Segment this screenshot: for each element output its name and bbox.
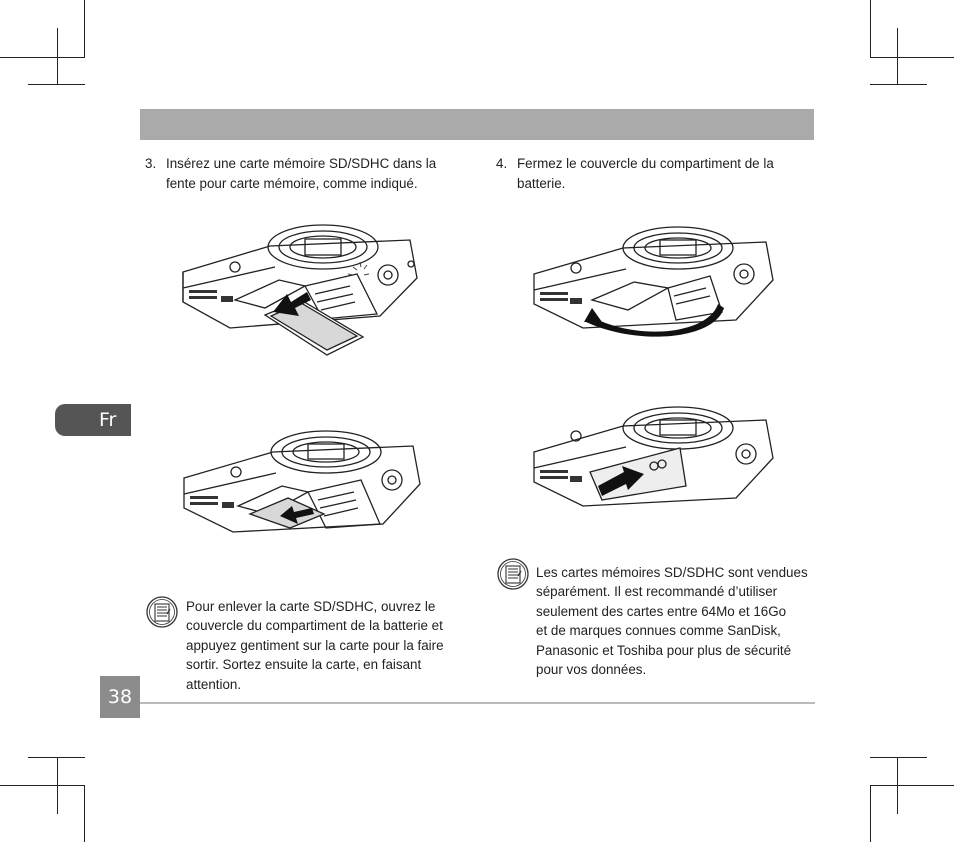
crop-mark <box>0 785 85 786</box>
page-number: 38 <box>100 676 140 718</box>
crop-mark <box>870 57 954 58</box>
crop-mark <box>870 785 954 786</box>
crop-mark <box>28 84 85 85</box>
step-3: 3. Insérez une carte mémoire SD/SDHC dan… <box>145 154 455 196</box>
footer-line <box>140 702 815 704</box>
step-number: 3. <box>145 156 157 171</box>
camera-insert-card-illustration <box>182 224 418 356</box>
crop-mark <box>57 28 58 85</box>
step-4: 4. Fermez le couvercle du compartiment d… <box>496 154 806 196</box>
crop-mark <box>897 28 898 85</box>
crop-mark <box>870 785 871 842</box>
camera-close-cover-illustration <box>533 226 774 337</box>
crop-mark <box>0 57 85 58</box>
step-text: Insérez une carte mémoire SD/SDHC dans l… <box>166 156 437 191</box>
crop-mark <box>870 0 871 57</box>
crop-mark <box>870 757 927 758</box>
crop-mark <box>870 84 927 85</box>
camera-cover-closed-illustration <box>533 406 774 507</box>
language-tab: Fr <box>55 404 131 436</box>
step-text: Fermez le couvercle du compartiment de l… <box>517 156 774 191</box>
step-number: 4. <box>496 156 508 171</box>
note-left-text: Pour enlever la carte SD/SDHC, ouvrez le… <box>186 599 444 692</box>
note-icon <box>497 558 529 590</box>
camera-card-inserted-illustration <box>183 430 421 533</box>
crop-mark <box>84 0 85 57</box>
crop-mark <box>84 785 85 842</box>
header-bar <box>140 109 814 140</box>
crop-mark <box>28 757 85 758</box>
note-icon <box>146 596 178 628</box>
note-right-text: Les cartes mémoires SD/SDHC sont vendues… <box>536 565 808 678</box>
